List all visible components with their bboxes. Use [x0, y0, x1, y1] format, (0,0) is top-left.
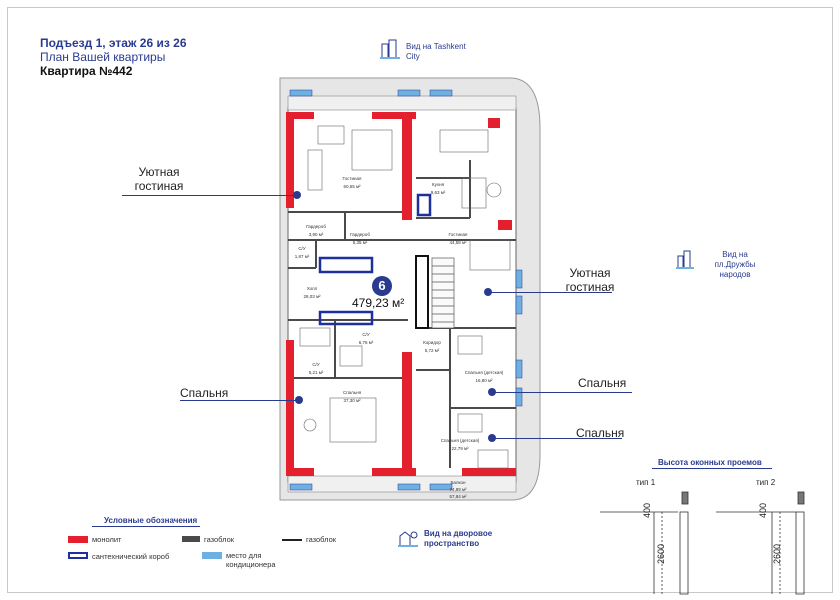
window-type2-section [716, 491, 805, 595]
staircase [431, 257, 455, 329]
building-icon [380, 39, 400, 59]
monolit-columns [286, 112, 516, 476]
legend-underline [92, 526, 200, 527]
apartment-badge: 6 [372, 276, 392, 296]
room-gardarob2-area: 5,35 м² [353, 240, 368, 245]
window-type1-section [600, 491, 689, 595]
legend-gazoblok2-label: газоблок [306, 535, 337, 544]
legend-gazoblok1-label: газоблок [204, 535, 235, 544]
room-balkon-area1: 74,89 м² [449, 487, 467, 492]
legend-santeh-swatch [68, 552, 88, 559]
room-spalnya-det2: Спальня (детская) [441, 438, 480, 443]
legend-kond-line2: кондиционера [226, 560, 276, 569]
leader-living-right [488, 292, 612, 294]
room-gostinaya-right: Гостиная [449, 232, 468, 237]
room-balkon: Балкон [450, 480, 466, 485]
room-holl: Холл [307, 286, 318, 291]
window-title-underline [652, 468, 772, 469]
room-holl-area: 28,03 м² [303, 294, 321, 299]
window-type2-h2600: 2600 [772, 543, 782, 564]
room-spalnya-det: Спальня (детская) [465, 370, 504, 375]
room-su3: С/У [312, 362, 320, 367]
room-su2-area: 6,76 м² [359, 340, 374, 345]
room-kuhnya-area: 9,63 м² [431, 190, 446, 195]
legend-santeh-label: сантехнический короб [92, 552, 170, 561]
yard-icon [398, 531, 418, 547]
callout-bedroom-left: Спальня [180, 386, 229, 400]
window-type1-h2600: 2600 [656, 543, 666, 564]
room-spalnya-area: 37,30 м² [343, 398, 361, 403]
window-type2-h400: 400 [758, 502, 768, 518]
legend-kond-swatch [202, 552, 222, 559]
furniture [299, 125, 511, 469]
room-balkon-area2: 57,84 м² [449, 494, 467, 499]
ac-spots [289, 89, 523, 491]
room-gostinaya-left-area: 60,65 м² [343, 184, 361, 189]
room-koridor: Коридор [423, 340, 441, 345]
room-kuhnya: Кухня [432, 182, 445, 187]
view-top-label: Вид на Tashkent City [406, 42, 466, 61]
leader-bedroom-right2 [492, 438, 622, 440]
window-type1-label: тип 1 [636, 478, 656, 487]
room-spalnya-det-area: 16,80 м² [475, 378, 493, 383]
room-gardarob1-area: 3,90 м² [309, 232, 324, 237]
callout-bedroom-right2: Спальня [576, 426, 625, 440]
room-spalnya: Спальня [343, 390, 362, 395]
window-type2-label: тип 2 [756, 478, 776, 487]
room-gardarob2: Гардероб [350, 232, 370, 237]
legend-gazoblok1-swatch [182, 536, 200, 542]
legend-monolit-label: монолит [92, 535, 122, 544]
apartment-total-area: 479,23 м² [352, 296, 405, 310]
view-bottom-line1: Вид на дворовое [424, 529, 493, 538]
room-gostinaya-right-area: 44,58 м² [449, 240, 467, 245]
page-frame [7, 7, 833, 593]
room-su2: С/У [362, 332, 370, 337]
legend-monolit-swatch [68, 536, 88, 543]
room-su3-area: 5,21 м² [309, 370, 324, 375]
legend-gazoblok2-swatch [282, 539, 302, 541]
room-labels: Гостиная 60,65 м² Кухня 9,63 м² Гостиная… [295, 176, 504, 499]
room-gardarob1: Гардероб [306, 224, 326, 229]
window-sections [600, 491, 805, 595]
legend-kond-line1: место для [226, 551, 262, 560]
room-su1: С/У [298, 246, 306, 251]
legend-title: Условные обозначения [104, 516, 198, 525]
view-bottom-line2: пространство [424, 539, 480, 548]
room-gostinaya-left: Гостиная [343, 176, 362, 181]
building-icon [676, 250, 694, 269]
window-type1-h400: 400 [642, 502, 652, 518]
callout-living-left: Уютная гостиная [134, 165, 184, 193]
view-right-label: Вид на пл.Дружбы народов [714, 250, 756, 279]
santeh-shafts [318, 193, 432, 326]
leader-living-left [122, 195, 297, 197]
plan-subtitle: План Вашей квартиры [40, 50, 166, 64]
callout-bedroom-right1: Спальня [578, 376, 627, 390]
apartment-number: Квартира №442 [40, 64, 133, 78]
room-su1-area: 1,87 м² [295, 254, 310, 259]
window-heights-title: Высота оконных проемов [658, 458, 762, 467]
elevator-shaft [415, 255, 429, 329]
callout-living-right: Уютная гостиная [565, 266, 615, 294]
leader-bedroom-left [180, 400, 299, 402]
leader-bedroom-right1 [492, 392, 632, 394]
room-spalnya-det2-area: 22,79 м² [451, 446, 469, 451]
entrance-floor-title: Подъезд 1, этаж 26 из 26 [40, 36, 187, 50]
room-koridor-area: 5,72 м² [425, 348, 440, 353]
